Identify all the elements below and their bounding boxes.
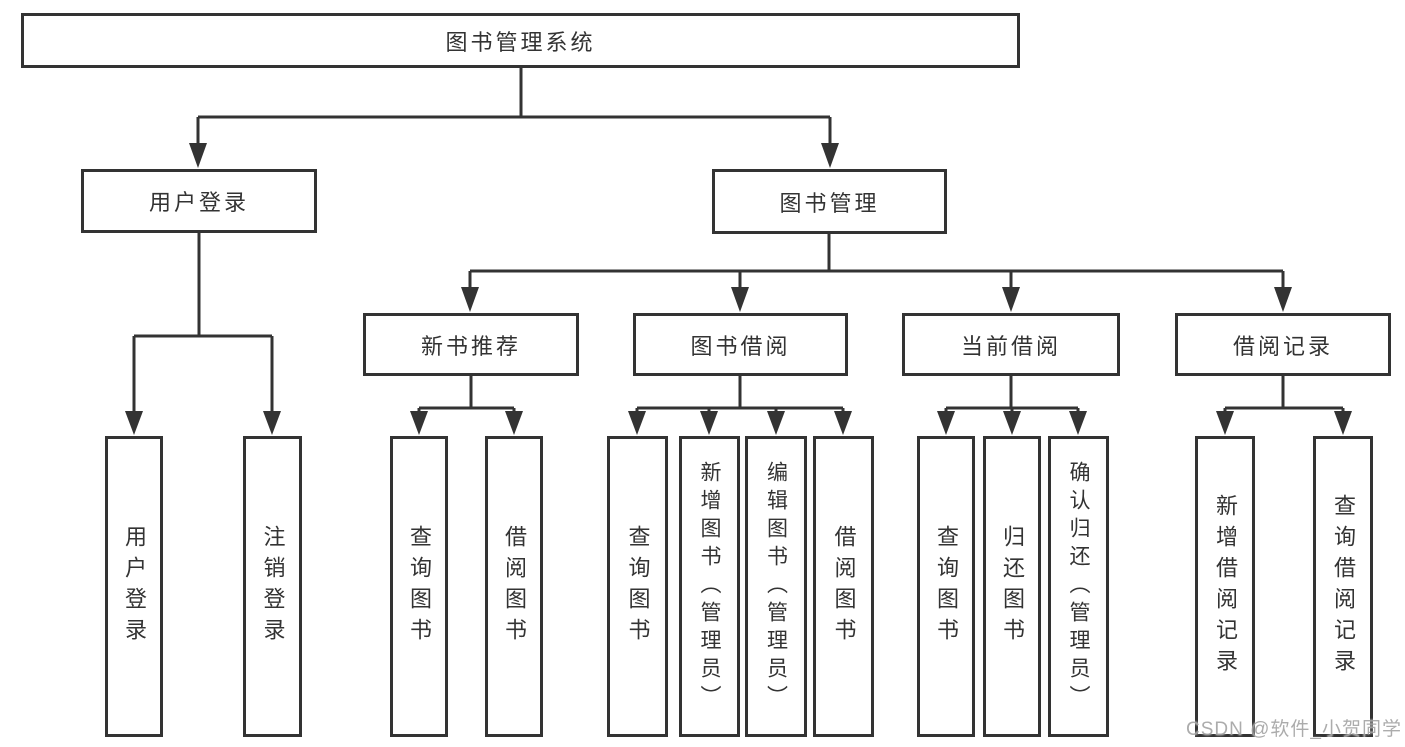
node-label: 借阅记录 xyxy=(1232,333,1333,359)
node-label: 用户登录 xyxy=(148,190,249,215)
node-label: 注销登录 xyxy=(260,524,286,649)
node-label: 新书推荐 xyxy=(420,333,521,359)
node-label: 查询图书 xyxy=(934,524,959,649)
node-book-management-branch: 图书管理 xyxy=(712,169,947,234)
node-label: 借阅图书 xyxy=(831,524,857,649)
node-label: 查询借阅记录 xyxy=(1331,493,1356,680)
tree-edges xyxy=(132,68,1345,414)
node-return-book: 归还图书 xyxy=(983,436,1041,737)
node-label: 图书管理系统 xyxy=(445,29,596,55)
node-borrow-book-1: 借阅图书 xyxy=(485,436,543,737)
node-label: 查询图书 xyxy=(407,524,432,649)
node-confirm-return-admin: 确认归还（管理员） xyxy=(1048,436,1109,737)
node-current-borrow: 当前借阅 xyxy=(902,313,1120,376)
node-book-borrow: 图书借阅 xyxy=(633,313,848,376)
node-user-login: 用户登录 xyxy=(105,436,163,737)
node-library-management-system: 图书管理系统 xyxy=(21,13,1020,68)
node-label: 借阅图书 xyxy=(502,524,527,649)
node-user-login-branch: 用户登录 xyxy=(81,169,317,233)
node-label: 用户登录 xyxy=(122,524,147,649)
node-label: 图书管理 xyxy=(779,190,880,216)
node-query-book-3: 查询图书 xyxy=(917,436,975,737)
node-add-borrow-record: 新增借阅记录 xyxy=(1195,436,1255,737)
csdn-watermark: CSDN @软件_小贺同学 xyxy=(1186,719,1402,740)
node-label: 图书借阅 xyxy=(690,333,791,359)
node-query-borrow-record: 查询借阅记录 xyxy=(1313,436,1373,737)
node-label: 新增借阅记录 xyxy=(1213,493,1238,680)
node-borrow-book-2: 借阅图书 xyxy=(813,436,874,737)
node-label: 当前借阅 xyxy=(960,333,1061,359)
arrowheads xyxy=(125,143,1352,435)
node-borrow-record: 借阅记录 xyxy=(1175,313,1391,376)
node-label: 归还图书 xyxy=(1000,524,1025,649)
node-label: 确认归还（管理员） xyxy=(1067,460,1090,713)
node-query-book-2: 查询图书 xyxy=(607,436,668,737)
node-edit-book-admin: 编辑图书（管理员） xyxy=(745,436,807,737)
node-add-book-admin: 新增图书（管理员） xyxy=(679,436,740,737)
node-label: 新增图书（管理员） xyxy=(698,460,721,713)
node-label: 查询图书 xyxy=(625,524,651,649)
node-label: 编辑图书（管理员） xyxy=(764,460,788,713)
node-logout: 注销登录 xyxy=(243,436,302,737)
node-query-book-1: 查询图书 xyxy=(390,436,448,737)
node-new-book-recommend: 新书推荐 xyxy=(363,313,579,376)
